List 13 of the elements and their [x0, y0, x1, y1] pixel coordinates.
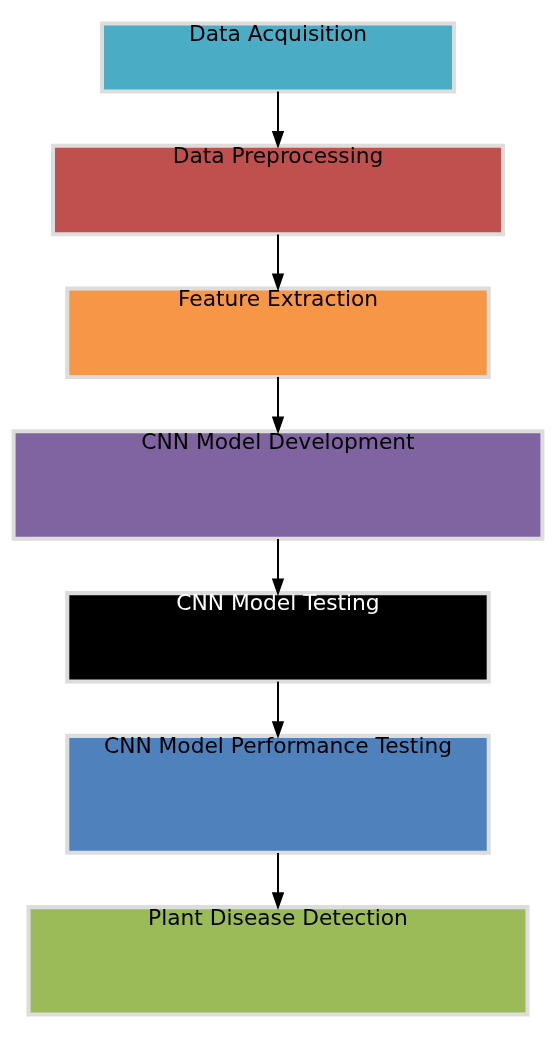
node-box: Plant Disease Detection [26, 905, 530, 1017]
node-box: CNN Model Performance Testing [65, 733, 491, 855]
node-box: Data Acquisition [99, 21, 457, 94]
node-box: Data Preprocessing [50, 143, 506, 237]
arrow [271, 681, 285, 739]
node-box: Feature Extraction [65, 286, 491, 379]
arrow [271, 853, 285, 910]
arrow [271, 91, 285, 149]
arrow [271, 376, 285, 435]
node-box: CNN Model Testing [65, 591, 491, 684]
arrow [271, 234, 285, 292]
arrow [271, 539, 285, 597]
node-box: CNN Model Development [11, 429, 545, 541]
